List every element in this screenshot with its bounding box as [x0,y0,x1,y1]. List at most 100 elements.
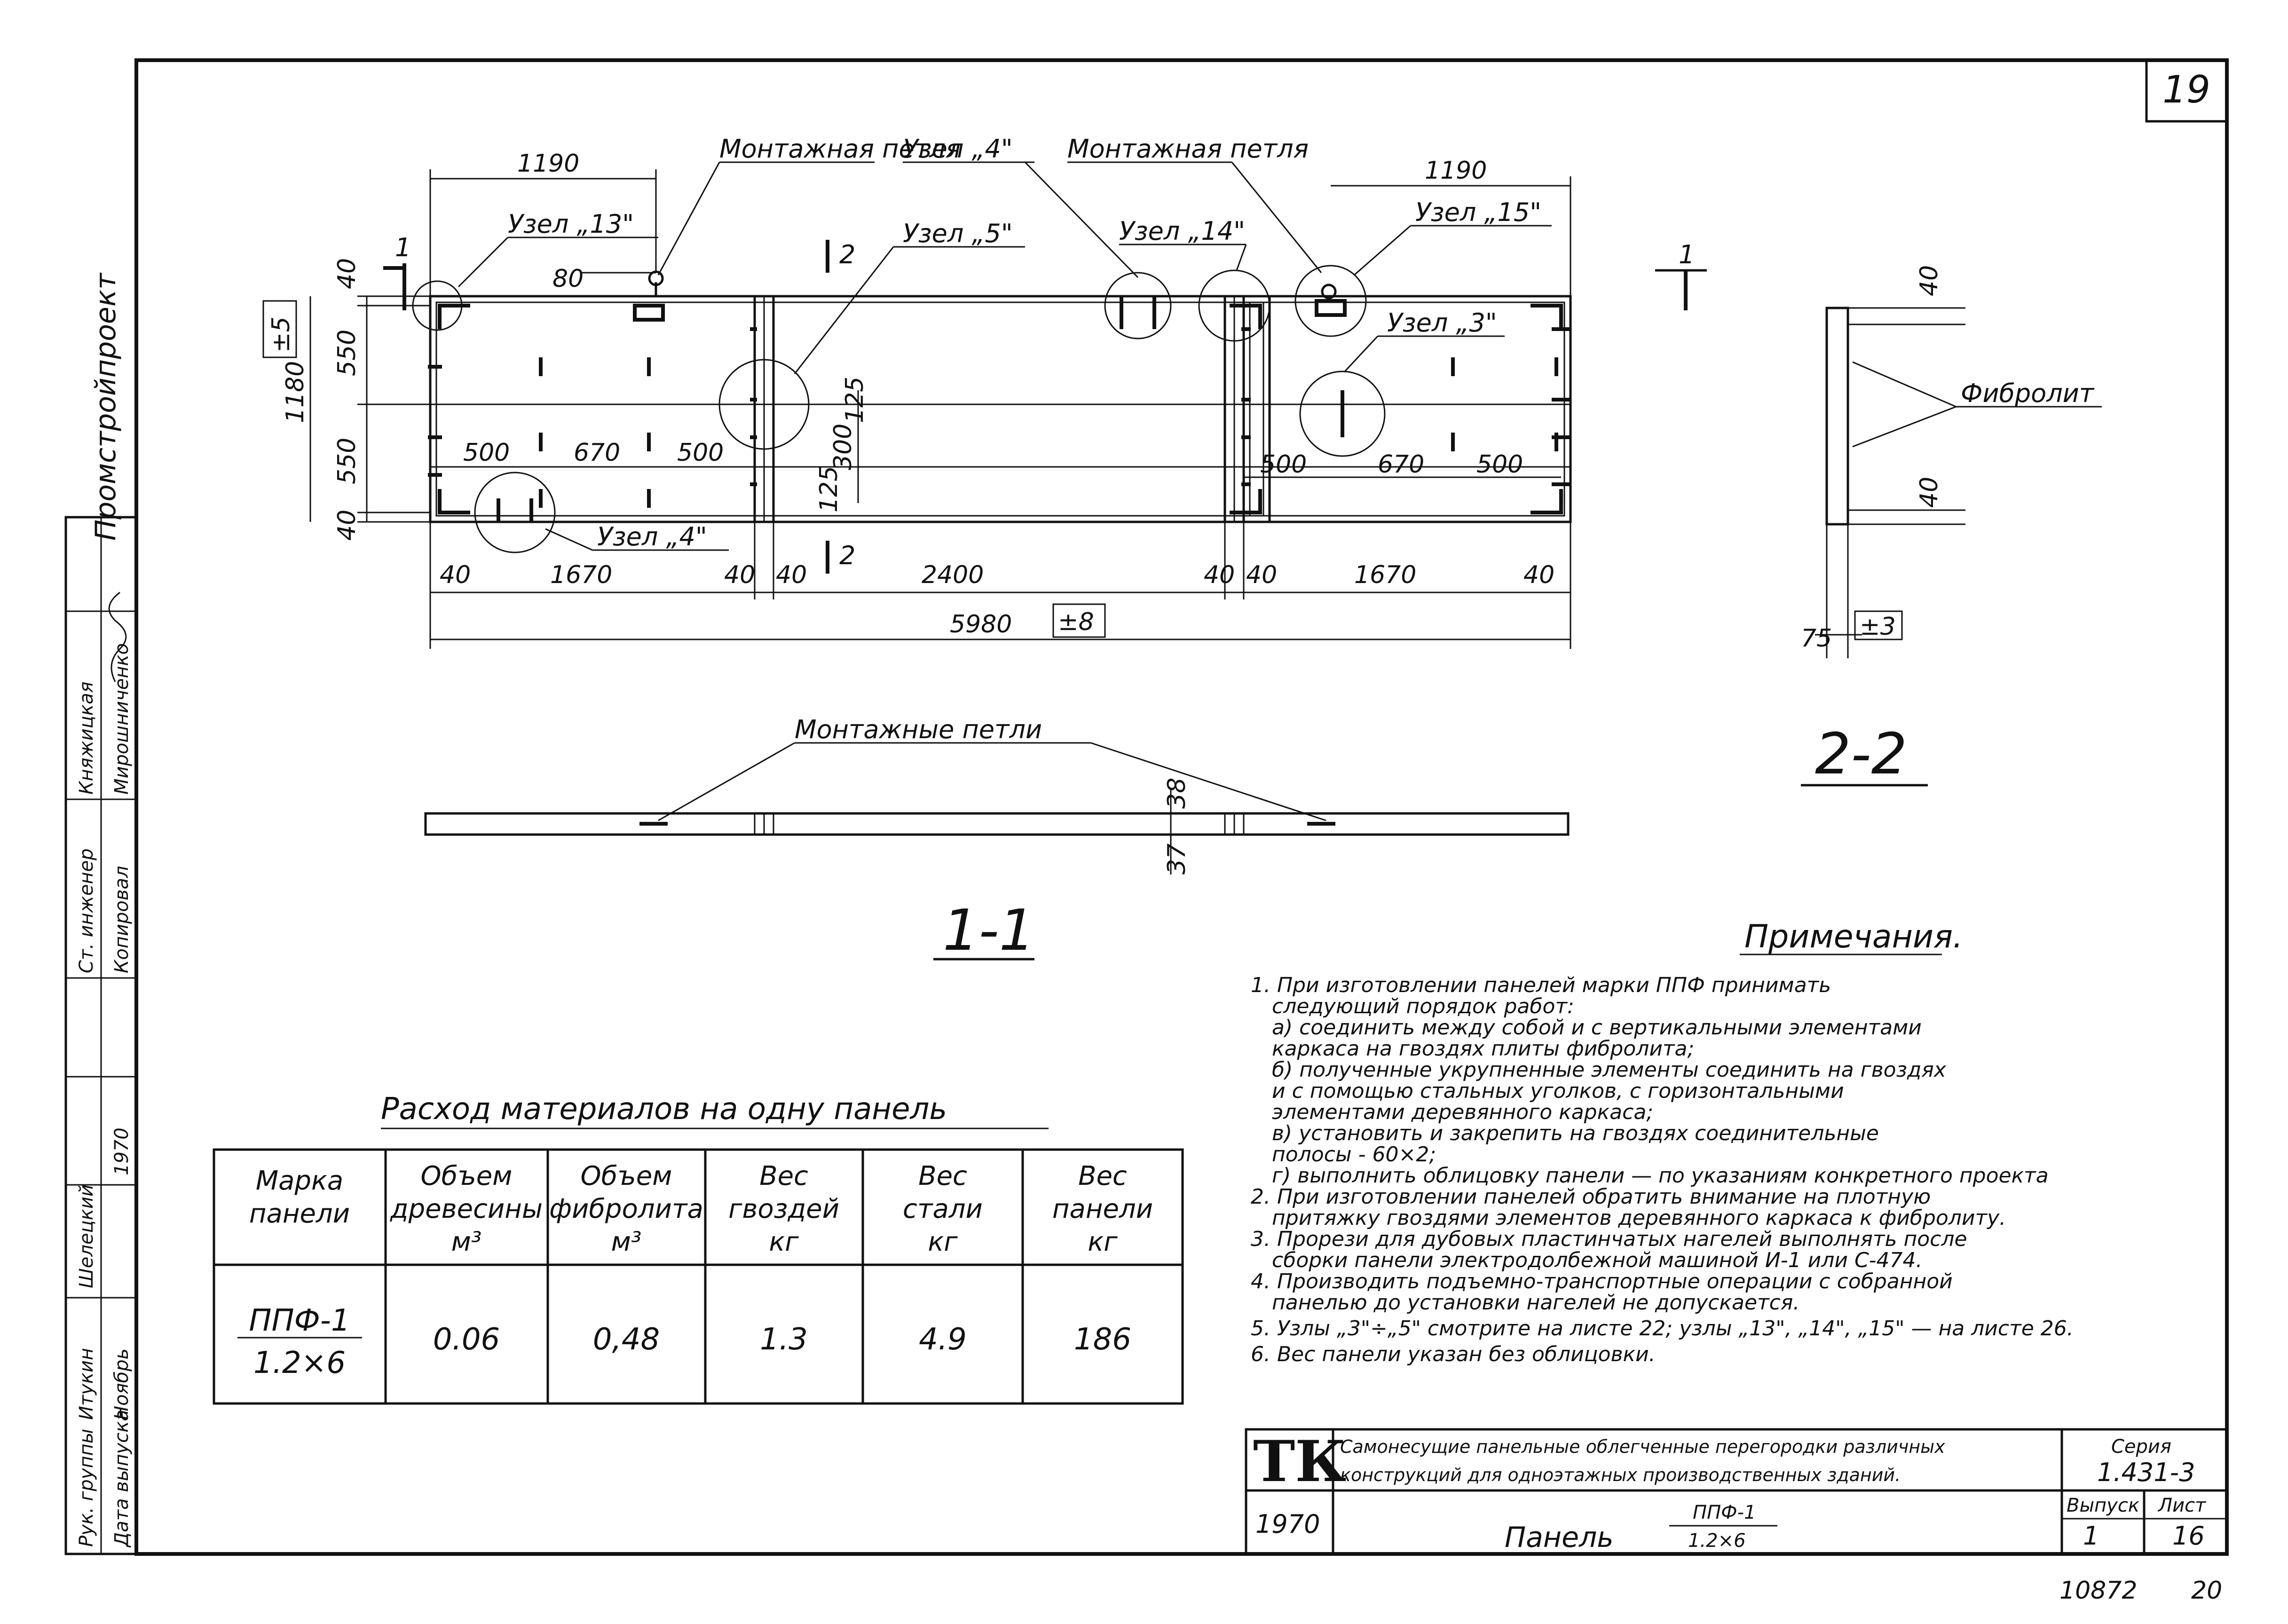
left-stamp: Рук. группы Итукин Дата выпуска Ноябрь 1… [64,516,138,1555]
node-4-top-circle [1104,272,1172,339]
node-3-circle [1299,371,1386,457]
title-year: 1970 [1255,1509,1320,1539]
dim-left-550b: 550 [333,438,361,484]
section22-d75: 75 [1801,624,1832,653]
th-5-0: Вес [1078,1161,1127,1191]
dim-overall-w: 5980 [950,610,1012,639]
title-block: ТК Самонесущие панельные облегченные пер… [1245,1428,2228,1555]
dim-tol-w: ±8 [1058,608,1094,636]
node-14-circle [1198,269,1270,342]
cut2-top-label: 2 [839,240,855,269]
note-line-1: следующий порядок работ: [1272,994,1574,1018]
node-15-circle [1294,265,1367,337]
td-value-1: 0,48 [593,1322,660,1357]
dim-80: 80 [552,265,584,293]
note-line-4: б) полученные укрупненные элементы соеди… [1272,1058,1947,1082]
dim-left-550a: 550 [333,330,361,376]
note-line-6: элементами деревянного каркаса; [1272,1100,1653,1124]
archive-number: 10872 [2059,1577,2137,1605]
organization-name: Промстройпроект [89,272,122,541]
title-line-2: конструкций для одноэтажных производстве… [1340,1465,1901,1485]
dim-bottom-2: 40 [724,561,755,589]
page-number: 20 [2191,1577,2222,1605]
note-line-5: и с помощью стальных уголков, с горизонт… [1272,1079,1844,1103]
section22-d40a: 40 [1915,265,1943,296]
dim-row-left-1: 670 [574,439,620,467]
th-1-1: древесины [390,1194,543,1224]
th-2-2: м³ [611,1227,642,1257]
stamp-name-0: Итукин [76,1348,97,1420]
section22-d40b: 40 [1915,477,1943,508]
note-line-9: г) выполнить облицовку панели — по указа… [1272,1164,2049,1188]
dim-mid-125a: 125 [841,377,869,423]
dim-top-right: 1190 [1425,157,1487,185]
dim-bottom-6: 40 [1246,561,1277,589]
stamp-signature [108,591,127,682]
loop-label-1: Монтажная петля [719,134,961,164]
note-line-16: 5. Узлы „3"÷„5" смотрите на листе 22; уз… [1251,1317,2074,1340]
section22-tol: ±3 [1860,613,1896,641]
note-line-14: 4. Производить подъемно-транспортные опе… [1251,1269,1953,1293]
dim-overall-h: 1180 [281,361,309,423]
node-5-circle [718,359,810,450]
stamp-name-2: Княжицкая [76,681,97,795]
notes: Примечания. 1. При изготовлении панелей … [1251,918,2074,1366]
th-0-1: панели [249,1198,350,1229]
sheet-number: 19 [2162,68,2210,111]
th-3-2: кг [769,1227,799,1257]
issue-value: 1 [2083,1521,2099,1551]
note-line-11: притяжку гвоздями элементов деревянного … [1272,1206,2006,1230]
dim-row-right-2: 500 [1476,450,1523,479]
node4-top-label: Узел „4" [903,134,1013,164]
node3-label: Узел „3" [1387,308,1497,338]
stamp-role-0: Рук. группы [76,1429,97,1547]
note-line-8: полосы - 60×2; [1272,1143,1436,1167]
node5-label: Узел „5" [903,219,1013,248]
section22-mark: 1 [1679,240,1695,269]
th-4-0: Вес [918,1161,967,1191]
th-4-1: стали [903,1194,983,1224]
series-label: Серия [2111,1436,2171,1458]
td-mark-1: 1.2×6 [253,1346,346,1380]
dim-row-left-2: 500 [677,439,724,467]
td-mark-0: ППФ-1 [249,1303,350,1338]
tk-logo: ТК [1253,1428,1346,1495]
th-4-2: кг [928,1227,958,1257]
sheet-number-box [2145,59,2228,123]
dim-bottom-5: 40 [1204,561,1235,589]
panel-label: Панель [1505,1521,1614,1554]
note-line-15: панелью до установки нагелей не допускае… [1272,1291,1799,1315]
dim-37: 37 [1163,844,1191,875]
dim-38: 38 [1163,778,1191,809]
note-line-13: сборки панели электродолбежной машиной И… [1272,1248,1923,1272]
dim-bottom-7: 1670 [1354,561,1416,589]
note-line-12: 3. Прорези для дубовых пластинчатых наге… [1251,1227,1967,1251]
section11-title: 1-1 [943,898,1035,963]
th-1-0: Объем [421,1161,513,1191]
plan-view: 1 2 2 Монтажная петля Узел „4" Монтажная… [262,134,1572,649]
note-line-2: а) соединить между собой и с вертикальны… [1272,1016,1922,1040]
dim-tol-h: ±5 [267,316,295,353]
dim-bottom-3: 40 [776,561,807,589]
node15-label: Узел „15" [1415,197,1541,227]
sheet-label: Лист [2157,1495,2207,1516]
node-4-bottom-circle [474,472,556,553]
th-1-2: м³ [451,1227,482,1257]
loop-label-2: Монтажная петля [1067,134,1309,164]
stamp-role-3: Копировал [111,866,133,973]
cut1-label: 1 [395,233,411,262]
td-value-4: 186 [1074,1322,1131,1357]
th-0-0: Марка [256,1166,343,1196]
panel-mark: ППФ-1 [1693,1502,1756,1523]
note-line-0: 1. При изготовлении панелей марки ППФ пр… [1251,973,1831,997]
note-line-7: в) установить и закрепить на гвоздях сое… [1272,1121,1879,1145]
note-line-17: 6. Вес панели указан без облицовки. [1251,1342,1656,1366]
th-5-1: панели [1052,1194,1153,1224]
section11-label: Монтажные петли [795,715,1042,744]
stamp-date: 1970 [111,1127,133,1175]
dim-top-left: 1190 [517,150,579,178]
stamp-extra-name: Шелецкий [76,1184,97,1288]
note-line-3: каркаса на гвоздях плиты фибролита; [1272,1037,1694,1061]
dim-left-40b: 40 [333,510,361,541]
stamp-name-3: Мирошниченко [111,643,133,795]
